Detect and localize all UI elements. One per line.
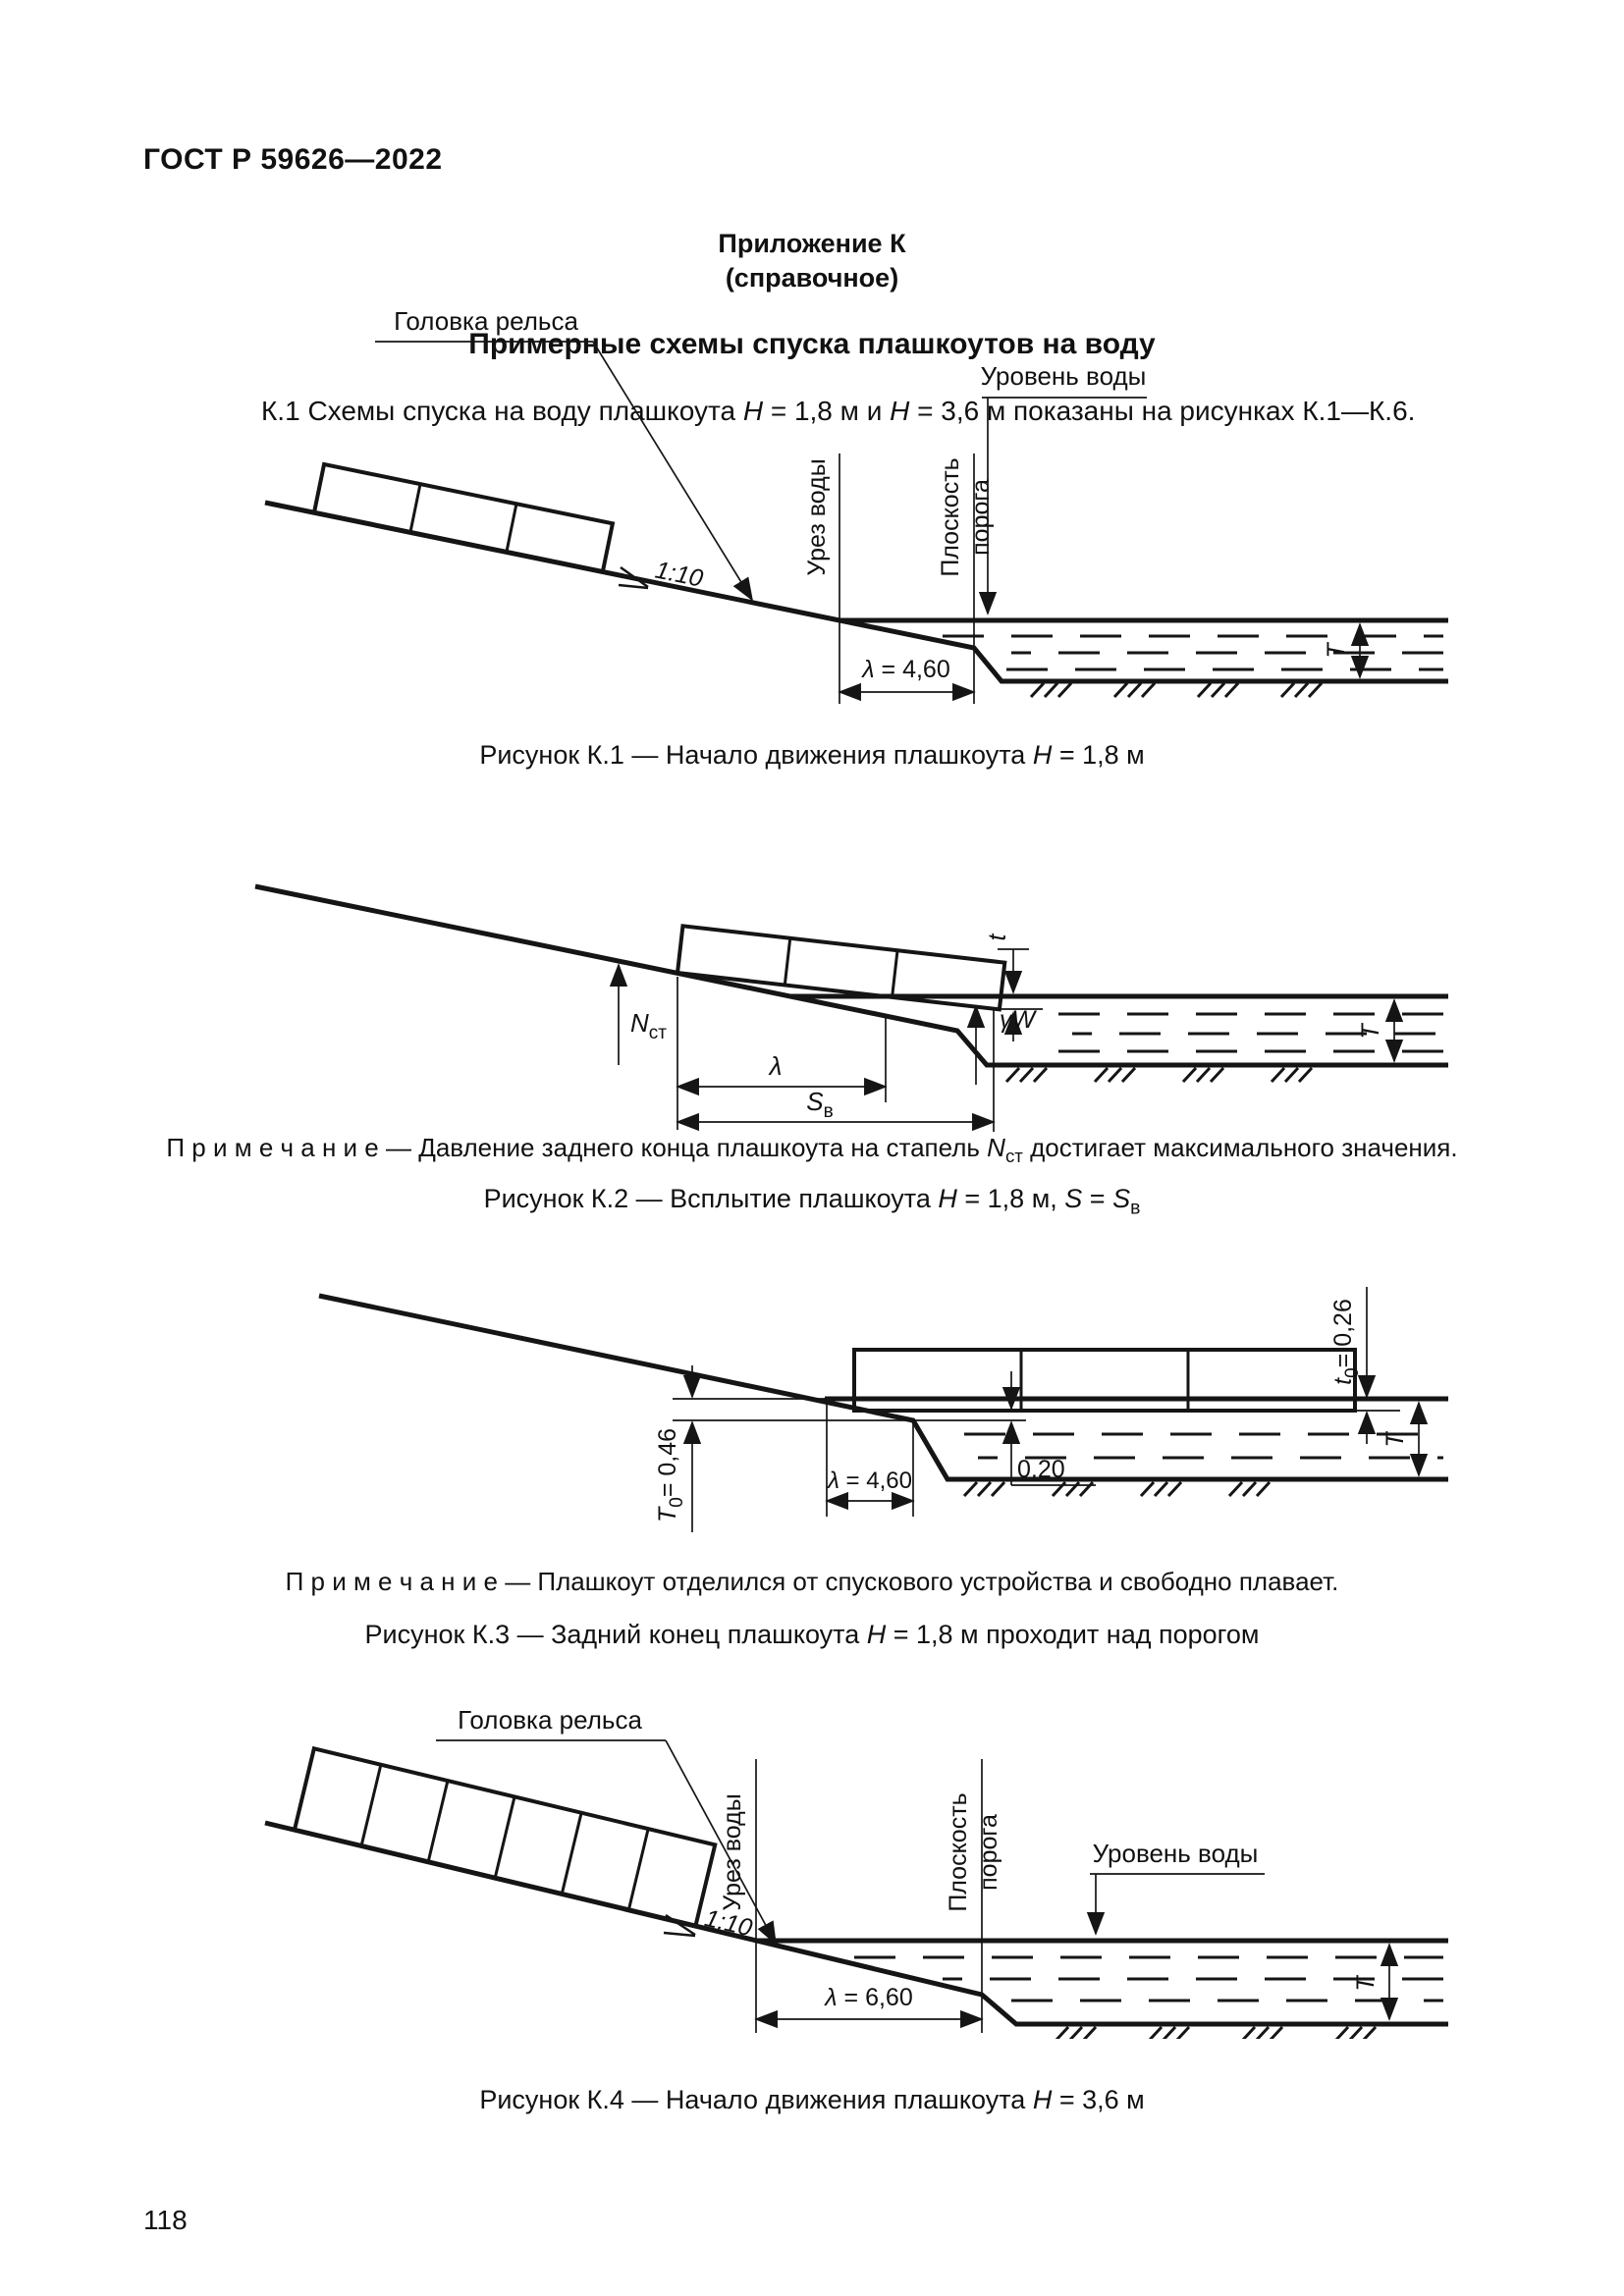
clearance-label: 0,20 bbox=[1017, 1456, 1065, 1483]
pontoon bbox=[675, 924, 1007, 1012]
figure-k1-caption: Рисунок К.1 — Начало движения плашкоута … bbox=[479, 740, 1145, 770]
intro-paragraph: К.1 Схемы спуска на воду плашкоута Н = 1… bbox=[261, 396, 1416, 426]
note-k2: П р и м е ч а н и е — Давление заднего к… bbox=[166, 1133, 1458, 1167]
figure-k2-caption: Рисунок К.2 — Всплытие плашкоута Н = 1,8… bbox=[483, 1184, 1141, 1219]
sill-plane-label-2: порога bbox=[975, 1814, 1002, 1891]
figure-k2-diagram: t Nст λ Sв γW Т bbox=[254, 883, 1448, 1132]
rail-head-leader bbox=[665, 1739, 777, 1946]
figure-k3: Т0= 0,46 λ = 4,60 0,20 t0= 0,26 Т bbox=[226, 1252, 1453, 1546]
lambda-label: λ = 6,60 bbox=[823, 1984, 912, 2011]
figure-k1-diagram: Головка рельса 1:10 Урез воды Плоскость … bbox=[264, 306, 1448, 704]
rail-head-leader bbox=[592, 341, 753, 602]
depth-label: Т bbox=[1323, 642, 1350, 659]
sill-plane-label-1: Плоскость bbox=[945, 1792, 972, 1911]
sv-label: Sв bbox=[806, 1087, 833, 1122]
slope-mark-icon bbox=[618, 565, 649, 590]
pontoon bbox=[292, 1745, 718, 1929]
buoyancy-label: γW bbox=[1000, 1006, 1038, 1034]
lambda-label: λ bbox=[768, 1051, 783, 1081]
water-edge-label: Урез воды bbox=[719, 1793, 746, 1910]
rail-head-label: Головка рельса bbox=[458, 1705, 642, 1735]
bow-draft-label: t bbox=[984, 933, 1011, 940]
figure-k4: Головка рельса 1:10 Урез воды Плоскость … bbox=[226, 1705, 1453, 2039]
depth-label: Т bbox=[1352, 1975, 1380, 1992]
depth-label: Т bbox=[1357, 1023, 1384, 1040]
water-level-label: Уровень воды bbox=[981, 361, 1147, 391]
lambda-label: λ = 4,60 bbox=[860, 656, 949, 683]
slipway-line bbox=[318, 1293, 1448, 1482]
water-edge-label: Урез воды bbox=[803, 458, 831, 575]
figure-k3-caption: Рисунок К.3 — Задний конец плашкоута Н =… bbox=[364, 1620, 1260, 1649]
appendix-label: Приложение К bbox=[718, 229, 906, 258]
pontoon bbox=[852, 1348, 1357, 1413]
figure-k4-diagram: Головка рельса 1:10 Урез воды Плоскость … bbox=[264, 1705, 1448, 2039]
T0-label: Т0= 0,46 bbox=[654, 1428, 687, 1522]
gost-header: ГОСТ Р 59626—2022 bbox=[143, 143, 443, 176]
lambda-label: λ = 4,60 bbox=[826, 1468, 912, 1494]
appendix-title: Примерные схемы спуска плашкоутов на вод… bbox=[468, 328, 1156, 360]
pontoon bbox=[311, 461, 616, 574]
stapel-force-label: Nст bbox=[630, 1008, 667, 1043]
slipway-line bbox=[254, 883, 1448, 1068]
water-level-label: Уровень воды bbox=[1093, 1839, 1259, 1868]
figure-k1: Головка рельса 1:10 Урез воды Плоскость … bbox=[226, 306, 1453, 738]
slope-ratio-label: 1:10 bbox=[653, 557, 705, 593]
page-number: 118 bbox=[143, 2205, 188, 2235]
figure-k2: t Nст λ Sв γW Т bbox=[226, 839, 1453, 1134]
sill-plane-label-2: порога bbox=[967, 479, 995, 556]
note-k3: П р и м е ч а н и е — Плашкоут отделился… bbox=[285, 1567, 1339, 1596]
figure-k3-diagram: Т0= 0,46 λ = 4,60 0,20 t0= 0,26 Т bbox=[318, 1287, 1448, 1532]
appendix-kind: (справочное) bbox=[725, 263, 899, 293]
slope-mark-icon bbox=[663, 1913, 696, 1938]
figure-k4-caption: Рисунок К.4 — Начало движения плашкоута … bbox=[479, 2085, 1145, 2114]
rail-head-label: Головка рельса bbox=[394, 306, 578, 336]
sill-plane-label-1: Плоскость bbox=[937, 457, 964, 576]
slipway-line bbox=[264, 500, 1448, 684]
t0-label: t0= 0,26 bbox=[1329, 1299, 1363, 1385]
